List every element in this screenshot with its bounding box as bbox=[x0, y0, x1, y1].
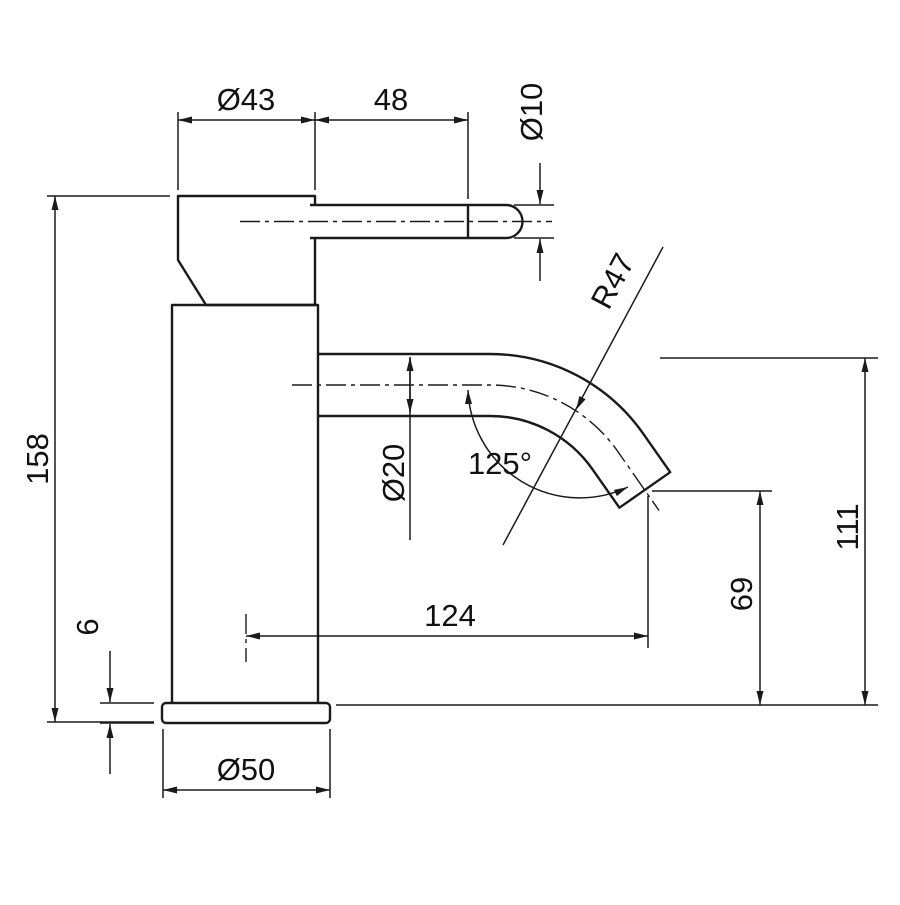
dim-label-spout-diameter: Ø20 bbox=[376, 444, 411, 503]
faucet-housing bbox=[176, 194, 317, 307]
dim-spout-reach: 124 bbox=[246, 496, 649, 648]
dim-label-spout-angle: 125° bbox=[468, 446, 532, 481]
dim-outlet-height: 69 bbox=[652, 490, 772, 705]
dim-label-total-height: 158 bbox=[20, 433, 55, 485]
faucet-base bbox=[160, 701, 332, 725]
dim-base-height: 6 bbox=[70, 618, 154, 774]
dim-spout-angle: 125° bbox=[465, 389, 629, 499]
dim-handle-diameter: Ø10 bbox=[514, 83, 554, 281]
dim-label-handle-diameter: Ø10 bbox=[514, 83, 549, 142]
faucet-spout bbox=[318, 352, 672, 509]
dim-label-base-diameter: Ø50 bbox=[217, 752, 276, 787]
dim-label-handle-length: 48 bbox=[374, 82, 408, 117]
dim-bend-radius: R47 bbox=[502, 246, 664, 546]
dim-base-diameter: Ø50 bbox=[162, 729, 331, 798]
radius-leader-line bbox=[502, 246, 664, 546]
dim-spout-diameter: Ø20 bbox=[376, 357, 414, 540]
dim-label-base-height: 6 bbox=[70, 618, 105, 635]
faucet-outline bbox=[160, 194, 672, 725]
dim-label-outlet-height: 69 bbox=[724, 577, 759, 611]
dim-label-spout-reach: 124 bbox=[424, 598, 476, 633]
angle-arc bbox=[465, 389, 629, 499]
radius-arrowhead bbox=[576, 395, 586, 410]
dim-top-diameter: Ø43 bbox=[177, 82, 316, 190]
dim-label-top-diameter: Ø43 bbox=[217, 82, 276, 117]
dim-spout-top-height: 111 bbox=[336, 357, 878, 706]
faucet-body bbox=[170, 303, 320, 703]
dim-label-spout-top-height: 111 bbox=[830, 503, 865, 550]
dim-handle-length: 48 bbox=[315, 82, 469, 199]
dim-total-height: 158 bbox=[20, 195, 170, 723]
